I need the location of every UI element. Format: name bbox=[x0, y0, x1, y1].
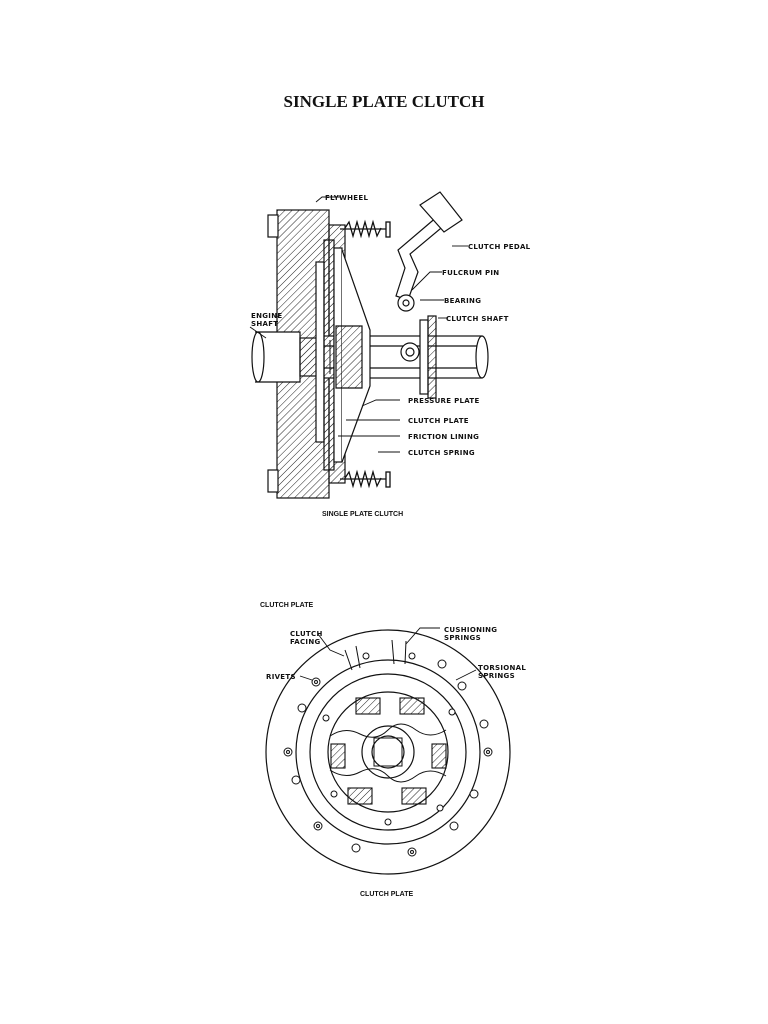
hub-spline bbox=[373, 737, 403, 767]
clutch-springs bbox=[340, 219, 391, 489]
label-clutch-facing-line1: CLUTCH bbox=[290, 630, 323, 638]
wavy-edge-top bbox=[329, 723, 447, 738]
wavy-edge-bottom bbox=[329, 768, 447, 783]
rivet bbox=[362, 652, 370, 660]
rivet-center bbox=[410, 850, 414, 854]
rivet bbox=[297, 703, 307, 713]
figure2-caption: CLUTCH PLATE bbox=[360, 891, 413, 898]
label-clutch-shaft: CLUTCH SHAFT bbox=[446, 315, 509, 323]
clutch-plate-diagram bbox=[265, 629, 511, 875]
rivet bbox=[330, 790, 338, 798]
rivet bbox=[437, 659, 447, 669]
hub bbox=[361, 725, 415, 779]
figure1-caption: SINGLE PLATE CLUTCH bbox=[322, 511, 403, 518]
label-bearing: BEARING bbox=[444, 297, 481, 305]
label-pressure-plate: PRESSURE PLATE bbox=[408, 397, 480, 405]
label-clutch-spring: CLUTCH SPRING bbox=[408, 449, 475, 457]
figure2-heading: CLUTCH PLATE bbox=[260, 602, 313, 609]
rivet bbox=[469, 789, 479, 799]
rivet-center bbox=[286, 750, 290, 754]
rivet bbox=[322, 714, 330, 722]
label-torsional-springs-line2: SPRINGS bbox=[478, 672, 515, 680]
label-friction-lining: FRICTION LINING bbox=[408, 433, 479, 441]
rivet bbox=[408, 652, 416, 660]
label-cushioning-springs-line2: SPRINGS bbox=[444, 634, 481, 642]
rivet bbox=[436, 804, 444, 812]
label-clutch-facing-line2: FACING bbox=[290, 638, 321, 646]
cushioning-slots bbox=[344, 639, 407, 671]
torsional-springs bbox=[330, 697, 447, 805]
rivet bbox=[479, 719, 489, 729]
rivet bbox=[384, 818, 392, 826]
page-title: SINGLE PLATE CLUTCH bbox=[283, 92, 485, 111]
leader-lines bbox=[249, 196, 468, 453]
rivet bbox=[291, 775, 301, 785]
rivet-center bbox=[316, 824, 320, 828]
label-fulcrum-pin: FULCRUM PIN bbox=[442, 269, 499, 277]
rivet bbox=[457, 681, 467, 691]
label-rivets: RIVETS bbox=[266, 673, 296, 681]
engine-shaft bbox=[251, 331, 323, 383]
facing-inner-edge bbox=[295, 659, 481, 845]
rivet bbox=[448, 708, 456, 716]
hub-plate bbox=[309, 673, 467, 831]
label-flywheel: FLYWHEEL bbox=[325, 194, 368, 202]
rivet bbox=[351, 843, 361, 853]
label-engine-shaft-line2: SHAFT bbox=[251, 320, 278, 328]
rivet bbox=[449, 821, 459, 831]
clutch-plate-leaders bbox=[299, 627, 477, 681]
rivets bbox=[283, 652, 493, 857]
label-torsional-springs-line1: TORSIONAL bbox=[478, 664, 526, 672]
release-bearing bbox=[400, 315, 437, 399]
clutch-pedal-lever bbox=[395, 191, 463, 312]
label-clutch-plate: CLUTCH PLATE bbox=[408, 417, 469, 425]
single-plate-clutch-diagram bbox=[249, 191, 489, 499]
rivet-center bbox=[486, 750, 490, 754]
hub-bore bbox=[371, 735, 405, 769]
label-cushioning-springs-line1: CUSHIONING bbox=[444, 626, 497, 634]
label-clutch-pedal: CLUTCH PEDAL bbox=[468, 243, 531, 251]
label-engine-shaft-line1: ENGINE bbox=[251, 312, 282, 320]
rivet-center bbox=[314, 680, 318, 684]
inner-plate bbox=[327, 691, 449, 813]
clutch-plate-assembly bbox=[315, 239, 371, 471]
